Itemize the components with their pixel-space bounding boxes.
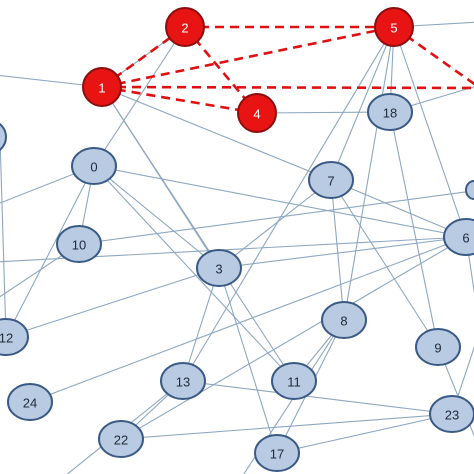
node-shape xyxy=(271,362,317,400)
node-label: 13 xyxy=(176,375,190,390)
graph-node-22: 22 xyxy=(98,420,144,458)
edge-5-7 xyxy=(330,26,395,181)
node-label: 9 xyxy=(434,341,441,356)
edge-3-12 xyxy=(5,267,220,338)
graph-node-9: 9 xyxy=(415,328,461,366)
node-shape xyxy=(429,395,474,433)
graph-node-4: 4 xyxy=(237,93,277,133)
edge-6-24 xyxy=(29,236,467,403)
edge-7-6 xyxy=(330,179,467,238)
node-shape xyxy=(196,249,242,287)
highlighted-edge-1-4 xyxy=(101,85,258,115)
node-label: 8 xyxy=(340,314,347,329)
edge-7-3 xyxy=(218,179,332,269)
edge-5-13 xyxy=(182,26,395,382)
node-shape xyxy=(321,301,367,339)
highlighted-edge-1-offcanvas xyxy=(101,85,474,90)
edge-3-13 xyxy=(182,267,220,382)
node-label: 1 xyxy=(98,81,105,96)
graph-node-3: 3 xyxy=(196,249,242,287)
node-label: 17 xyxy=(270,447,284,462)
graph-node-12: 12 xyxy=(0,318,29,356)
highlighted-edge-1-5 xyxy=(101,25,395,89)
node-label: 11 xyxy=(287,375,301,390)
graph-node-0: 0 xyxy=(71,147,117,185)
node-shape xyxy=(237,93,277,133)
edge-2-0 xyxy=(93,26,186,167)
graph-node-5: 5 xyxy=(374,7,414,47)
node-shape xyxy=(82,67,122,107)
graph-node-10: 10 xyxy=(56,225,102,263)
node-shape xyxy=(165,7,205,47)
node-label: 3 xyxy=(215,262,222,277)
edge-12-L2 xyxy=(0,136,7,338)
graph-node-24: 24 xyxy=(7,383,53,421)
node-shape xyxy=(0,318,29,356)
node-label: 6 xyxy=(462,231,469,246)
edge-6-22 xyxy=(120,236,467,440)
edge-3-17 xyxy=(218,267,278,454)
graph-node-23: 23 xyxy=(429,395,474,433)
node-shape xyxy=(160,362,206,400)
node-layer: 2 5 1 4 18 0 7 6 10 3 8 12 9 13 11 24 23 22 17 xyxy=(0,7,474,472)
edge-13-23 xyxy=(182,380,453,415)
graph-node-13: 13 xyxy=(160,362,206,400)
edge-5-8 xyxy=(343,26,395,321)
edge-18-9 xyxy=(389,111,439,348)
graph-node-1: 1 xyxy=(82,67,122,107)
node-label: 23 xyxy=(445,408,459,423)
graph-node-2: 2 xyxy=(165,7,205,47)
node-label: 0 xyxy=(90,160,97,175)
graph-node-6: 6 xyxy=(443,218,474,256)
partial-node xyxy=(465,180,474,200)
node-shape xyxy=(7,383,53,421)
edge-0-6 xyxy=(93,165,467,238)
node-shape xyxy=(98,420,144,458)
node-label: 22 xyxy=(114,433,128,448)
edge-3-6 xyxy=(218,236,467,269)
node-shape xyxy=(443,218,474,256)
edge-23-17 xyxy=(276,413,453,454)
node-shape xyxy=(56,225,102,263)
node-shape xyxy=(374,7,414,47)
node-label: 18 xyxy=(383,106,397,121)
edge-23-22 xyxy=(120,413,453,440)
node-shape xyxy=(308,161,354,199)
edge-0-11 xyxy=(93,165,295,382)
node-shape xyxy=(367,93,413,131)
partial-node xyxy=(0,122,7,152)
node-label: 5 xyxy=(390,21,397,36)
node-label: 24 xyxy=(23,396,37,411)
graph-node-11: 11 xyxy=(271,362,317,400)
graph-node-17: 17 xyxy=(254,434,300,472)
node-shape xyxy=(254,434,300,472)
graph-node-7: 7 xyxy=(308,161,354,199)
graph-node-18: 18 xyxy=(367,93,413,131)
edge-0-3 xyxy=(93,165,220,269)
node-label: 10 xyxy=(72,238,86,253)
edge-5-6 xyxy=(393,26,467,238)
edge-10-R3 xyxy=(78,190,474,245)
edge-1-11 xyxy=(101,86,295,382)
node-label: 7 xyxy=(327,174,334,189)
edge-12-0 xyxy=(5,165,95,338)
edge-1-7 xyxy=(101,86,332,181)
node-shape xyxy=(415,328,461,366)
node-label: 12 xyxy=(0,331,13,346)
node-shape xyxy=(71,147,117,185)
node-label: 2 xyxy=(181,21,188,36)
edge-7-8 xyxy=(330,179,345,321)
node-label: 4 xyxy=(253,107,260,122)
graph-node-8: 8 xyxy=(321,301,367,339)
